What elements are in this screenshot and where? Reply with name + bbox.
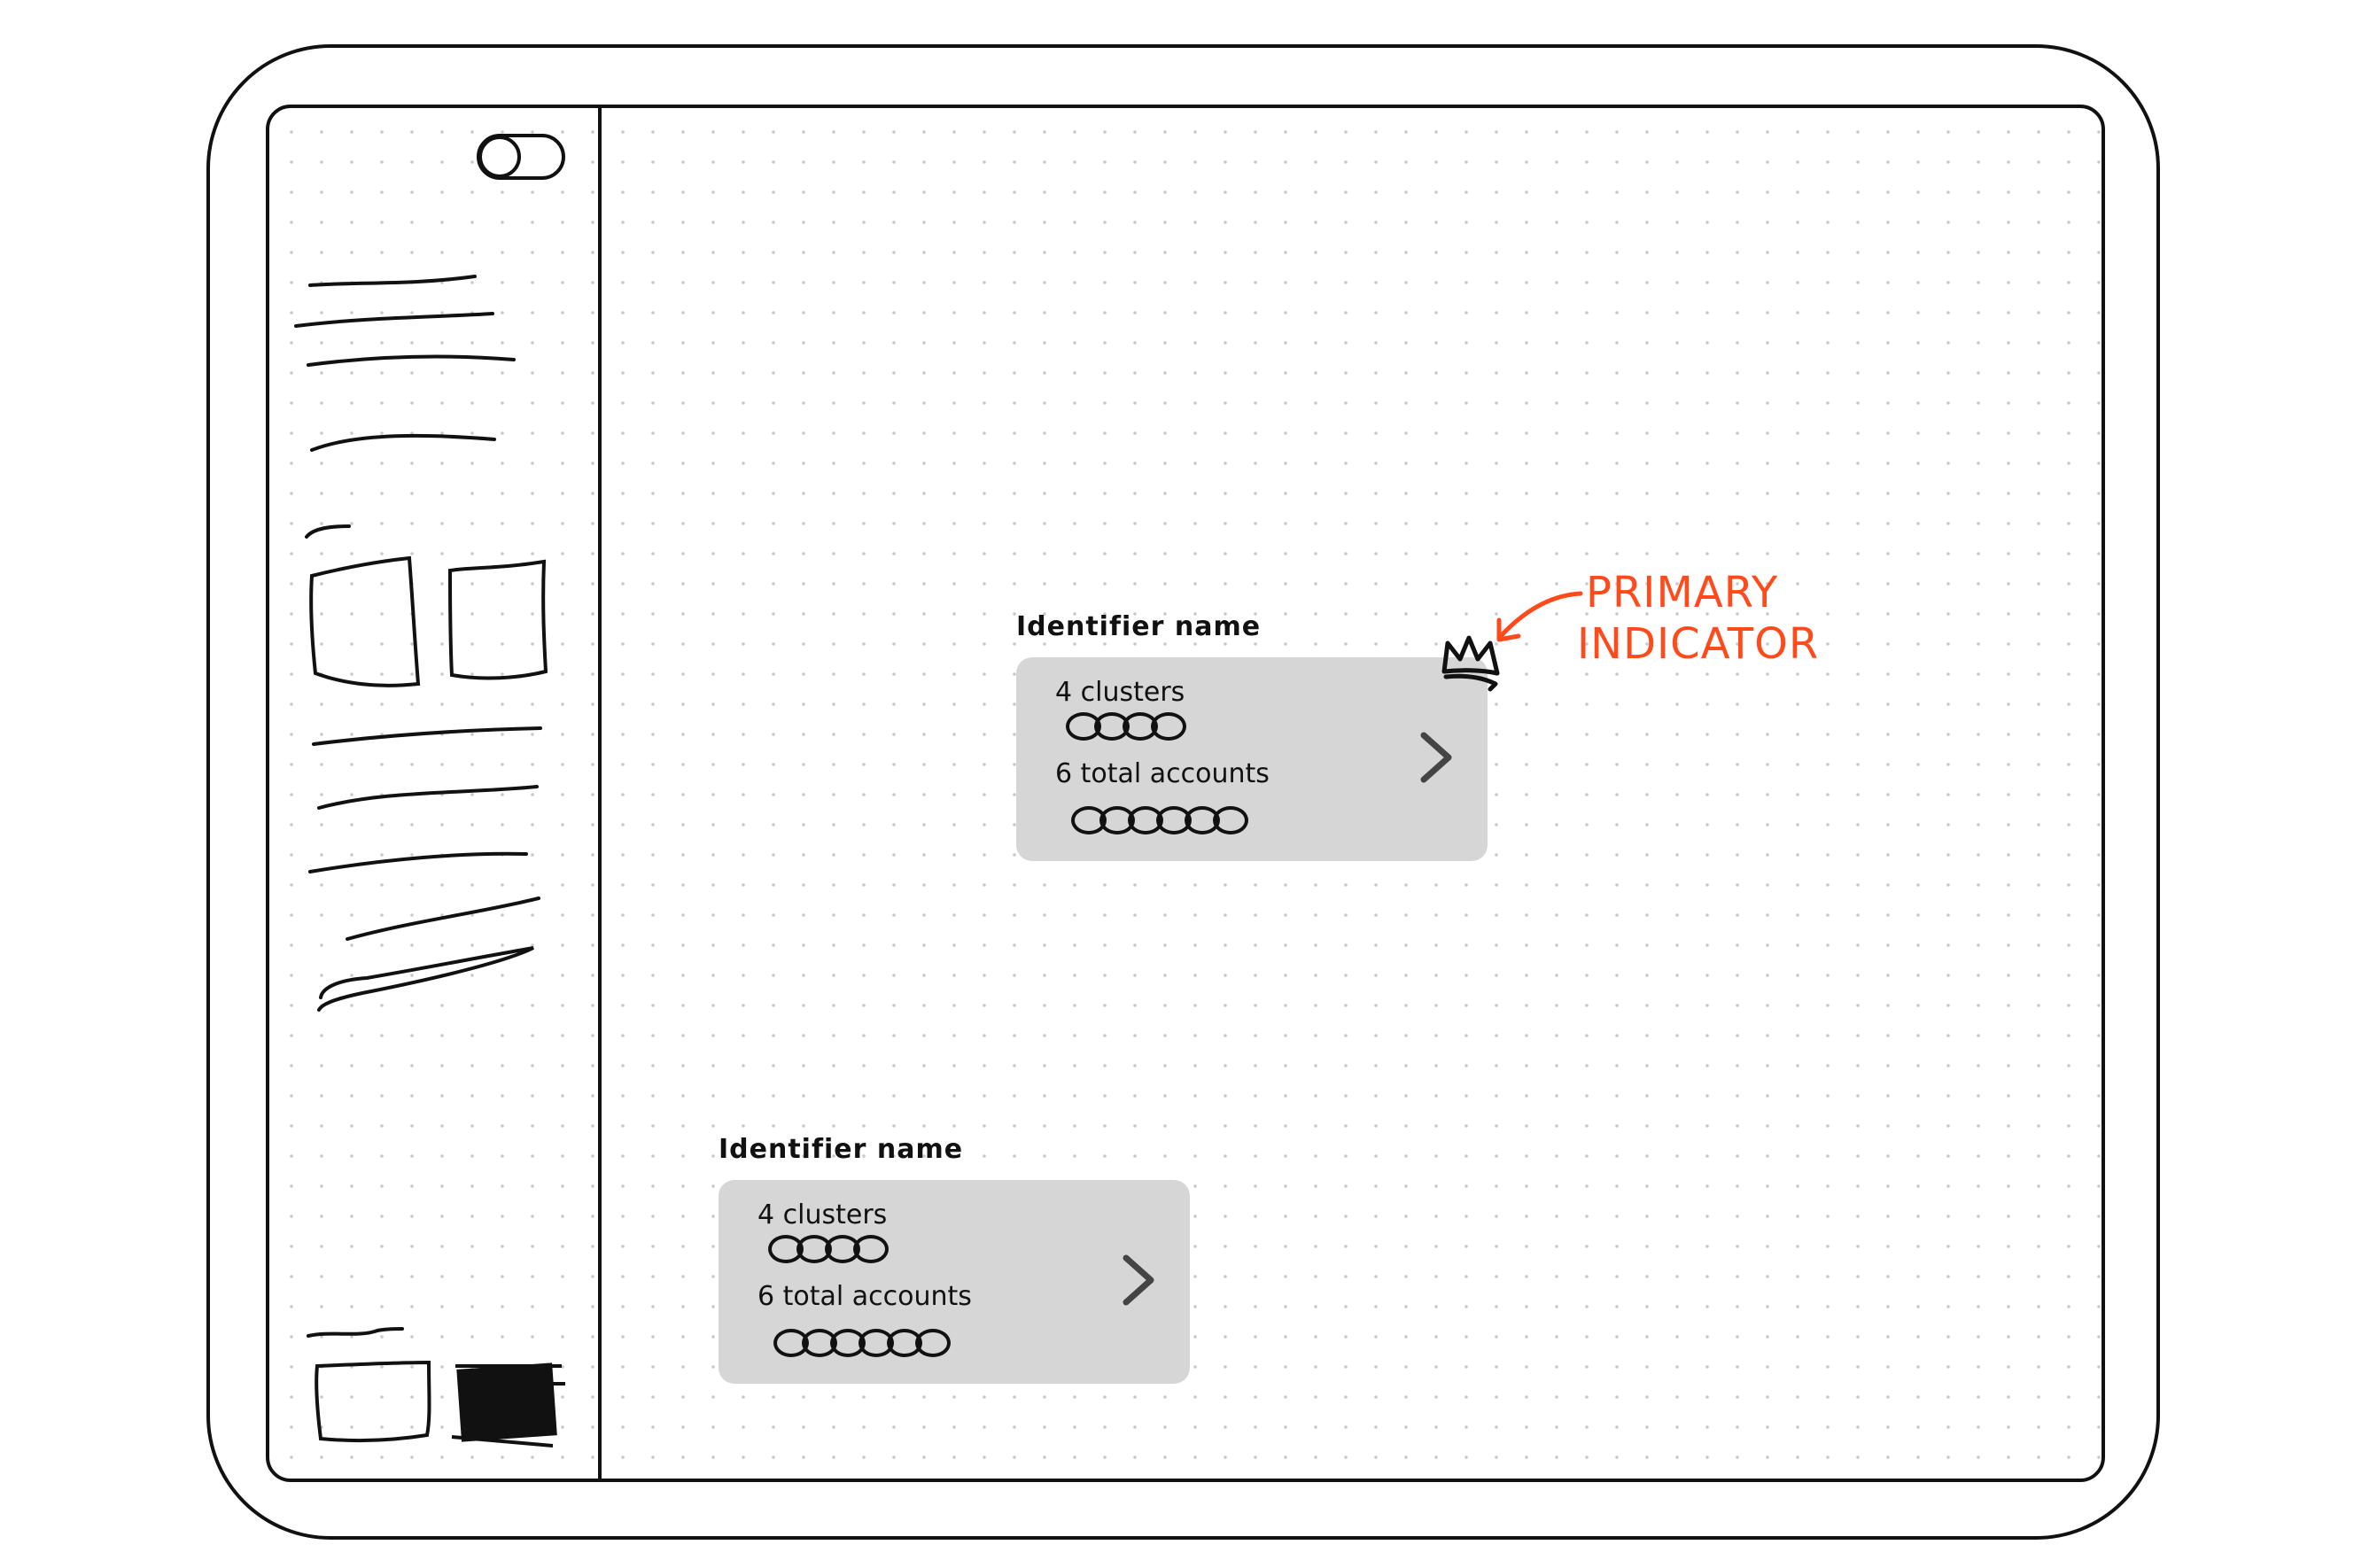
sidebar [269,108,602,1479]
crown-icon [1441,635,1500,692]
cluster-dot [1151,712,1186,741]
sidebar-item-1-hit[interactable] [305,268,482,292]
card-title: Identifier name [719,1134,964,1165]
identifier-card[interactable]: 4 clusters 6 total accounts [719,1180,1190,1384]
chevron-right-icon[interactable] [1121,1253,1156,1308]
sidebar-item-4-hit[interactable] [307,427,500,455]
accounts-label: 6 total accounts [1055,758,1270,789]
sidebar-footer-tile [315,1360,431,1443]
sidebar-section-label [305,524,351,539]
sidebar-item-6 [317,785,539,810]
sidebar-footer-label [307,1327,404,1338]
sidebar-tile-1 [309,555,421,687]
clusters-label: 4 clusters [757,1199,888,1230]
sidebar-tile-2 [447,559,548,680]
cluster-dots [1066,712,1186,741]
cluster-dots [768,1235,889,1263]
sidebar-item-9-hit[interactable] [315,943,539,1013]
sidebar-item-6-hit[interactable] [314,781,542,813]
sidebar-tile-1-hit[interactable] [308,555,422,689]
sidebar-item-8 [346,897,540,941]
sidebar-footer-tile-hit[interactable] [314,1359,434,1446]
cluster-dot [853,1235,889,1263]
primary-indicator-annotation: PRIMARY INDICATOR [1577,567,1819,670]
sidebar-item-2-hit[interactable] [291,308,500,333]
sidebar-footer-tile-filled-hit[interactable] [452,1359,567,1449]
identifier-card-primary[interactable]: 4 clusters 6 total accounts [1016,657,1488,861]
sidebar-item-4 [310,433,496,452]
account-dot [915,1329,951,1357]
sidebar-item-7 [308,851,528,873]
annotation-line-2: INDICATOR [1577,619,1820,669]
sidebar-item-8-hit[interactable] [342,893,544,944]
sidebar-item-1 [308,275,477,287]
annotation-line-1: PRIMARY [1586,568,1779,617]
account-dots [1071,806,1248,834]
identifier-card-group-2: Identifier name 4 clusters 6 total accou… [719,1134,1197,1391]
sidebar-footer-tile-filled [451,1362,565,1448]
card-title: Identifier name [1016,611,1262,642]
identifier-card-group-1: Identifier name 4 clusters 6 total accou… [1016,611,1495,868]
chevron-right-icon[interactable] [1418,730,1454,785]
sidebar-item-3-hit[interactable] [303,349,519,374]
annotation-arrow-icon [1496,591,1583,642]
sidebar-item-9 [317,946,534,1012]
sidebar-tile-2-hit[interactable] [447,558,549,684]
sidebar-item-2 [294,312,494,328]
theme-toggle[interactable] [477,134,565,180]
sidebar-item-7-hit[interactable] [305,847,532,877]
sidebar-item-3 [307,354,516,367]
account-dot [1213,806,1248,834]
clusters-label: 4 clusters [1055,677,1185,708]
accounts-label: 6 total accounts [757,1281,972,1312]
sidebar-item-5 [312,726,542,746]
account-dots [773,1329,951,1357]
sidebar-item-5-hit[interactable] [308,721,546,749]
sidebar-sketch [294,275,565,1448]
